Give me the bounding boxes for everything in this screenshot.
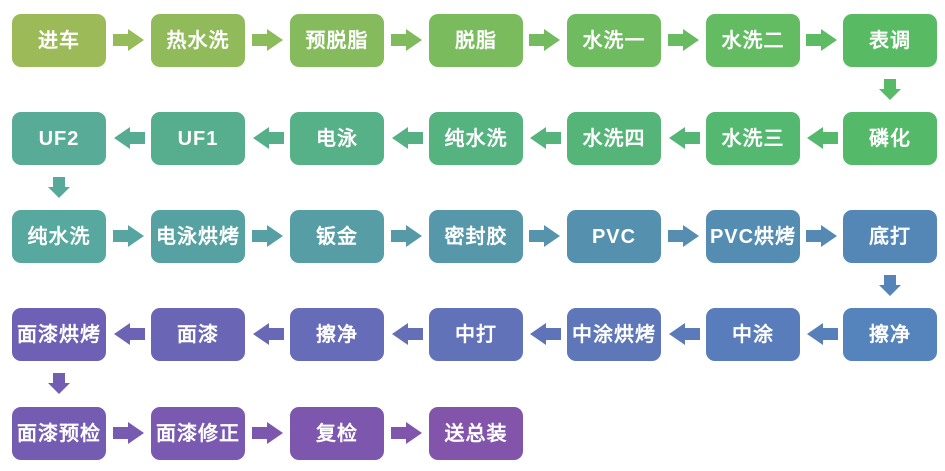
arrow-down-icon: [47, 177, 71, 199]
flow-step: 复检: [290, 407, 384, 460]
flow-step: UF2: [12, 112, 106, 165]
flow-step: 擦净: [843, 308, 937, 361]
arrow-right-icon: [391, 421, 423, 445]
arrow-right-icon: [252, 224, 284, 248]
flow-step: 磷化: [843, 112, 937, 165]
arrow-left-icon: [806, 126, 838, 150]
flow-step: 面漆修正: [151, 407, 245, 460]
arrow-right-icon: [668, 224, 700, 248]
flow-step: 水洗二: [706, 14, 800, 67]
arrow-right-icon: [668, 28, 700, 52]
flow-step: 电泳烘烤: [151, 210, 245, 263]
arrow-left-icon: [391, 126, 423, 150]
arrow-right-icon: [391, 28, 423, 52]
arrow-right-icon: [529, 224, 561, 248]
flow-step: UF1: [151, 112, 245, 165]
flow-step: 中涂烘烤: [567, 308, 661, 361]
arrow-right-icon: [252, 28, 284, 52]
flow-step: 水洗一: [567, 14, 661, 67]
flow-step: 面漆: [151, 308, 245, 361]
arrow-left-icon: [391, 322, 423, 346]
arrow-left-icon: [252, 126, 284, 150]
flow-step: 中打: [429, 308, 523, 361]
flow-step: 预脱脂: [290, 14, 384, 67]
arrow-right-icon: [806, 28, 838, 52]
arrow-left-icon: [113, 126, 145, 150]
arrow-left-icon: [252, 322, 284, 346]
flow-step: 面漆预检: [12, 407, 106, 460]
flow-step: 密封胶: [429, 210, 523, 263]
flow-step: PVC烘烤: [706, 210, 800, 263]
arrow-left-icon: [806, 322, 838, 346]
flow-step: 纯水洗: [429, 112, 523, 165]
flow-step: 钣金: [290, 210, 384, 263]
flow-step: PVC: [567, 210, 661, 263]
arrow-right-icon: [252, 421, 284, 445]
flow-step: 送总装: [429, 407, 523, 460]
arrow-right-icon: [391, 224, 423, 248]
flow-step: 表调: [843, 14, 937, 67]
flow-step: 纯水洗: [12, 210, 106, 263]
arrow-right-icon: [113, 28, 145, 52]
flow-step: 中涂: [706, 308, 800, 361]
arrow-left-icon: [529, 126, 561, 150]
flow-step: 水洗三: [706, 112, 800, 165]
flow-step: 水洗四: [567, 112, 661, 165]
arrow-down-icon: [878, 79, 902, 101]
arrow-left-icon: [668, 126, 700, 150]
arrow-left-icon: [113, 322, 145, 346]
arrow-right-icon: [529, 28, 561, 52]
arrow-left-icon: [668, 322, 700, 346]
arrow-right-icon: [113, 421, 145, 445]
flow-step: 电泳: [290, 112, 384, 165]
arrow-right-icon: [113, 224, 145, 248]
flow-step: 擦净: [290, 308, 384, 361]
arrow-down-icon: [878, 275, 902, 297]
flow-step: 热水洗: [151, 14, 245, 67]
flow-step: 进车: [12, 14, 106, 67]
flow-step: 底打: [843, 210, 937, 263]
flow-step: 面漆烘烤: [12, 308, 106, 361]
arrow-down-icon: [47, 373, 71, 395]
flow-step: 脱脂: [429, 14, 523, 67]
arrow-left-icon: [529, 322, 561, 346]
arrow-right-icon: [806, 224, 838, 248]
